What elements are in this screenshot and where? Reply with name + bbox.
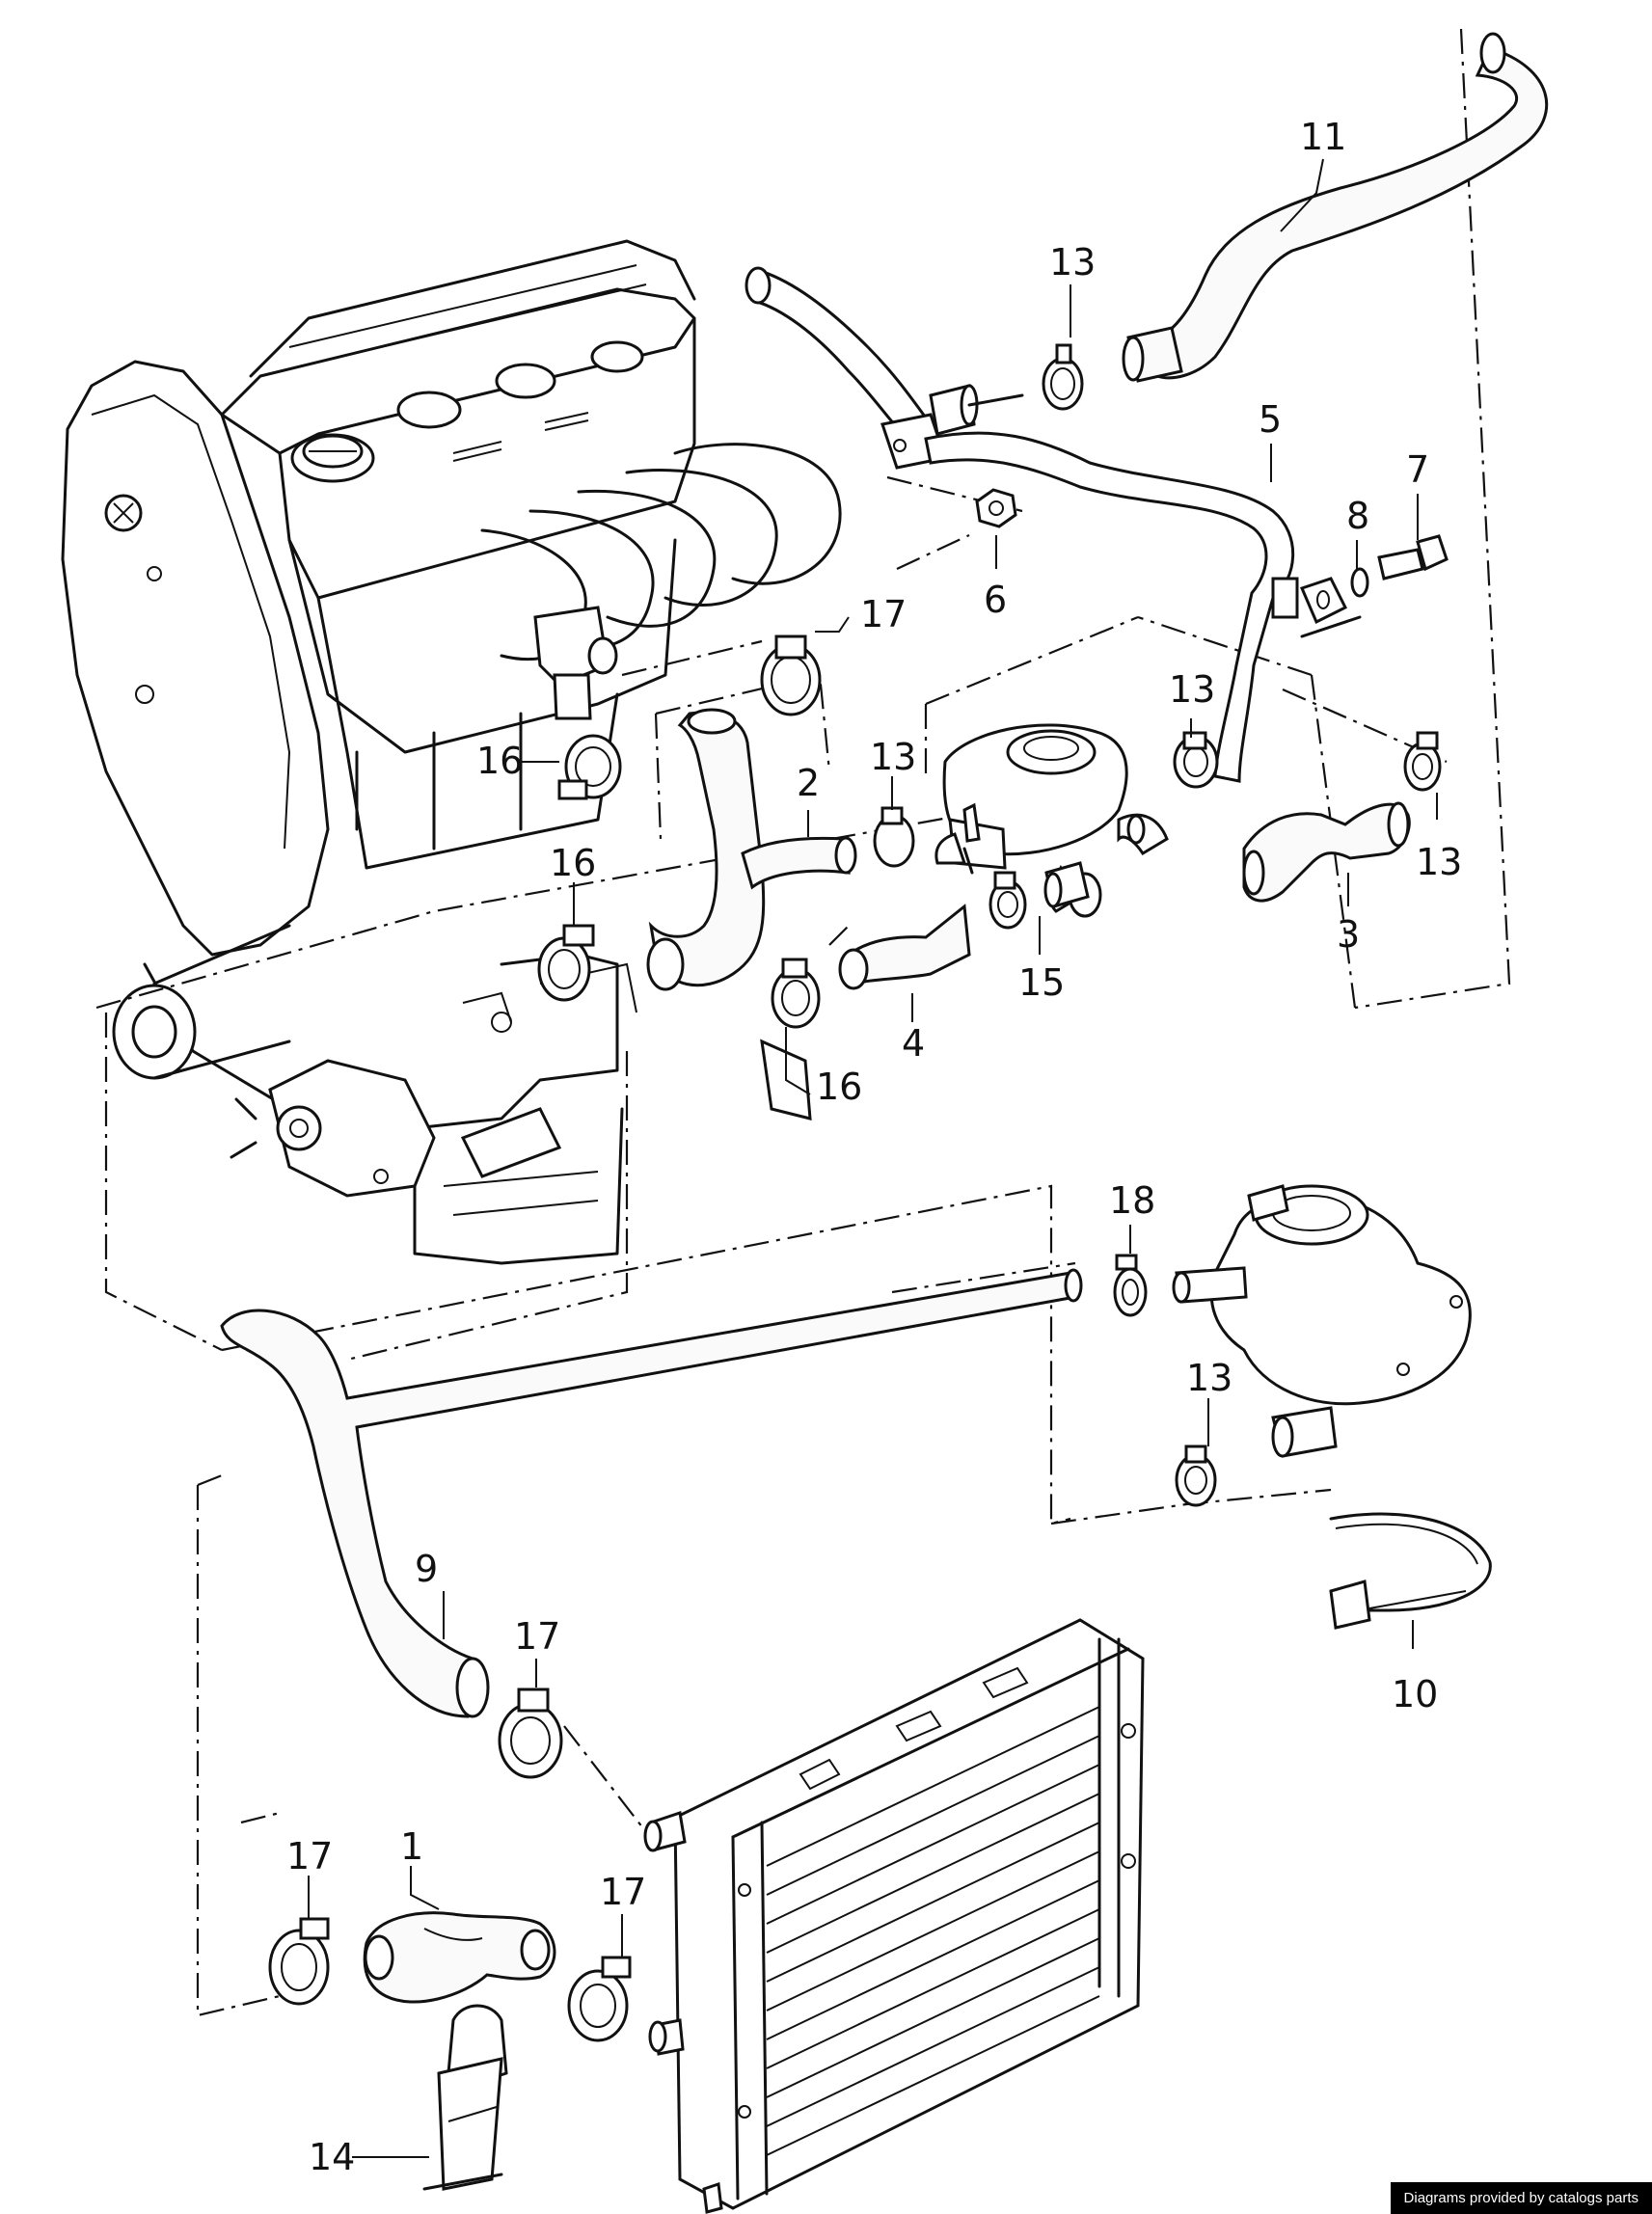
hose-clamp-17-upper — [760, 634, 822, 716]
callout-9: 9 — [415, 1548, 438, 1590]
coolant-flange-housing — [934, 723, 1128, 875]
callout-13: 13 — [1169, 668, 1215, 711]
hose-clamp-13-tank — [1175, 1444, 1217, 1507]
callout-17: 17 — [514, 1615, 560, 1658]
callout-16: 16 — [816, 1066, 862, 1108]
hose-3 — [1242, 801, 1411, 903]
hose-clamp-18 — [1113, 1254, 1148, 1317]
bolt-7 — [1377, 534, 1449, 580]
hose-clamp-17-left — [268, 1917, 330, 2006]
hose-clamp-15 — [988, 871, 1027, 930]
hose-clamp-16-middle — [537, 924, 595, 1002]
coolant-pipe-upper — [745, 266, 1024, 470]
callout-17: 17 — [286, 1835, 333, 1877]
coolant-expansion-tank — [1172, 1184, 1472, 1458]
callout-14: 14 — [309, 2136, 355, 2178]
leader-lines — [308, 158, 1438, 2158]
hose-clamp-13-right — [1173, 731, 1219, 789]
bracket-8 — [1299, 577, 1362, 638]
callout-16: 16 — [476, 740, 523, 782]
radiator — [643, 1618, 1145, 2214]
callout-3: 3 — [1337, 913, 1360, 956]
hose-clamp-17-right — [567, 1956, 632, 2042]
nut-6 — [975, 488, 1017, 528]
callout-16: 16 — [550, 842, 596, 884]
callout-13: 13 — [1416, 841, 1462, 883]
pipe-5 — [924, 431, 1299, 783]
callout-17: 17 — [860, 593, 907, 635]
hose-clamp-17-middle — [498, 1688, 563, 1779]
radiator-bracket-14 — [422, 2004, 508, 2191]
callout-labels: 11 13 5 7 8 6 17 13 16 2 13 13 3 16 15 4… — [286, 116, 1462, 2178]
hose-11 — [1122, 32, 1549, 383]
callout-17: 17 — [600, 1871, 646, 1913]
callout-11: 11 — [1300, 116, 1346, 158]
hose-nipple — [1043, 861, 1090, 908]
callout-2: 2 — [797, 762, 820, 804]
callout-10: 10 — [1392, 1673, 1438, 1715]
callout-5: 5 — [1259, 398, 1282, 441]
callout-15: 15 — [1018, 961, 1065, 1004]
hose-clamp-13-middle — [873, 806, 915, 868]
washer-8 — [1350, 567, 1369, 598]
engine-block — [61, 239, 842, 1265]
credit-badge: Diagrams provided by catalogs parts — [1390, 2182, 1652, 2214]
mounting-strap-10 — [1329, 1512, 1492, 1630]
callout-7: 7 — [1406, 448, 1429, 491]
hose-clamp-16-lower — [771, 958, 821, 1029]
hose-clamp-13-upper — [1042, 343, 1084, 411]
callout-18: 18 — [1109, 1179, 1155, 1222]
callout-13: 13 — [1186, 1357, 1232, 1399]
hose-clamp-13-far-right — [1403, 731, 1442, 792]
hose-4 — [838, 904, 971, 990]
callout-13: 13 — [870, 736, 916, 778]
hose-2 — [741, 836, 857, 890]
hose-1 — [363, 1911, 556, 2004]
hose-clamp-16-left — [557, 734, 622, 800]
hose-9-long — [220, 1268, 1083, 1718]
callout-4: 4 — [902, 1022, 925, 1065]
callout-13: 13 — [1049, 241, 1096, 284]
callout-6: 6 — [984, 579, 1007, 621]
callout-1: 1 — [400, 1825, 423, 1868]
hose-elbow-center — [646, 708, 766, 991]
callout-8: 8 — [1346, 495, 1369, 537]
